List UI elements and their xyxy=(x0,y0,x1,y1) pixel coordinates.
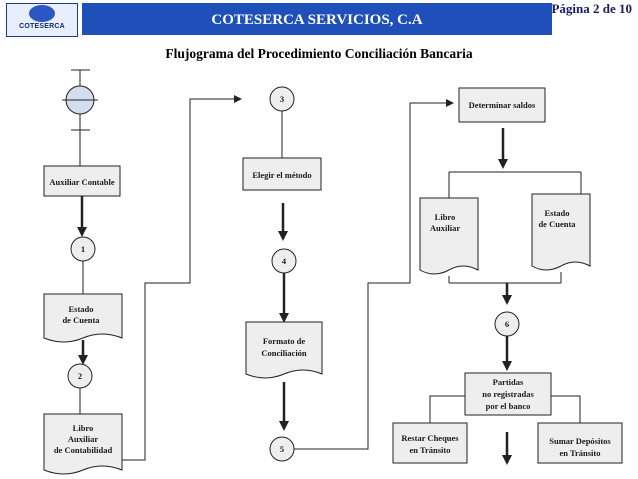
doc-libro3-line1: Libro xyxy=(435,212,456,222)
doc-formato-line2: Conciliación xyxy=(261,348,307,358)
start-symbol xyxy=(62,69,98,131)
flow-line-col1-to-col2 xyxy=(122,95,242,461)
header: COTESERCA COTESERCA SERVICIOS, C.A Págin… xyxy=(0,0,638,38)
page-number: Página 2 de 10 xyxy=(551,1,632,16)
doc-libro-line3: de Contabilidad xyxy=(54,445,113,455)
doc-libro3-line2: Auxiliar xyxy=(430,223,460,233)
doc-formato-conciliacion xyxy=(245,321,323,379)
partidas-line1: Partidas xyxy=(493,377,524,387)
doc-libro-auxiliar-contabilidad xyxy=(43,413,123,475)
logo-globe-icon xyxy=(29,5,55,22)
partidas-box xyxy=(464,372,552,416)
connector-6-label: 6 xyxy=(505,319,509,329)
connector-5-label: 5 xyxy=(280,444,284,454)
method-box-label: Elegir el método xyxy=(252,170,311,180)
doc-estado-de-cuenta-2 xyxy=(531,193,591,271)
connector-4-label: 4 xyxy=(282,256,287,266)
restar-line2: en Tránsito xyxy=(409,445,450,455)
sumar-line2: en Tránsito xyxy=(559,448,600,458)
doc-formato-line1: Formato de xyxy=(263,336,305,346)
doc-estado-de-cuenta xyxy=(43,293,123,343)
role-box-label: Auxiliar Contable xyxy=(49,177,114,187)
sumar-line1: Sumar Depósitos xyxy=(549,436,611,446)
partidas-line2: no registradas xyxy=(482,389,534,399)
doc-estado-line2: de Cuenta xyxy=(62,315,100,325)
doc-libro-auxiliar xyxy=(419,197,479,275)
saldos-box xyxy=(458,87,546,123)
connector-2-label: 2 xyxy=(78,371,82,381)
flow-line-col2-to-col3 xyxy=(294,99,454,450)
doc-estado-line1: Estado xyxy=(68,304,93,314)
saldos-box-label: Determinar saldos xyxy=(469,100,536,110)
partidas-line3: por el banco xyxy=(486,401,531,411)
doc-libro-line1: Libro xyxy=(73,423,94,433)
connector-3-label: 3 xyxy=(280,94,284,104)
logo-text: COTESERCA xyxy=(19,23,65,30)
connector-1-label: 1 xyxy=(81,244,85,254)
sumar-box xyxy=(537,422,623,464)
diagram-title: Flujograma del Procedimiento Conciliació… xyxy=(165,46,473,61)
line-partidas-to-restar xyxy=(429,395,465,423)
method-box xyxy=(242,157,322,191)
restar-line1: Restar Cheques xyxy=(401,433,459,443)
company-logo: COTESERCA xyxy=(6,3,78,37)
line-partidas-to-sumar xyxy=(551,395,581,423)
restar-box xyxy=(392,422,468,464)
doc-estado3-line1: Estado xyxy=(544,208,569,218)
doc-estado3-line2: de Cuenta xyxy=(538,219,576,229)
doc-libro-line2: Auxiliar xyxy=(68,434,98,444)
company-title: COTESERCA SERVICIOS, C.A xyxy=(211,12,423,28)
title-banner xyxy=(82,3,552,35)
